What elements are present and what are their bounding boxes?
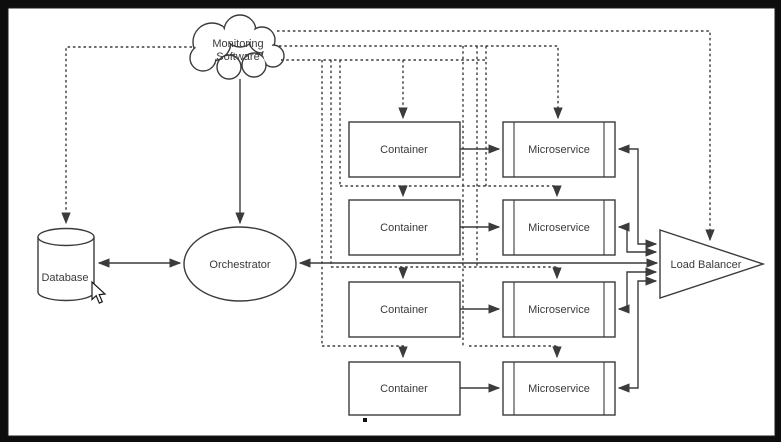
microservice-label-3: Microservice — [528, 304, 590, 316]
container-label-2: Container — [380, 222, 428, 234]
database-label: Database — [41, 272, 88, 284]
solid-connectors — [97, 79, 659, 393]
microservice-box-4: Microservice — [502, 361, 616, 416]
container-nodes: Container Container Container Container — [348, 121, 461, 416]
orchestrator-label: Orchestrator — [209, 259, 270, 271]
microservice-label-1: Microservice — [528, 144, 590, 156]
container-box-1 — [348, 121, 461, 178]
container-label-1: Container — [380, 144, 428, 156]
database-cylinder-body — [37, 237, 95, 302]
microservice-label-4: Microservice — [528, 383, 590, 395]
monitoring-to-loadbalancer-connector — [277, 30, 715, 242]
cloud-shape — [189, 14, 285, 80]
container-label-4: Container — [380, 383, 428, 395]
microservice-label-2: Microservice — [528, 222, 590, 234]
mouse-cursor-icon — [91, 280, 107, 304]
container-box-4 — [348, 361, 461, 416]
microservice-nodes: Microservice Microservice Microservice M… — [502, 121, 616, 416]
load-balancer-label: Load Balancer — [671, 259, 742, 271]
database-cylinder-top — [37, 227, 95, 247]
orchestrator-node: Orchestrator — [183, 226, 297, 302]
microservice2-loadbalancer-connector — [617, 222, 658, 257]
container-label-3: Container — [380, 304, 428, 316]
microservice4-loadbalancer-connector — [617, 276, 658, 393]
microservice-box-2: Microservice — [502, 199, 616, 256]
load-balancer-triangle — [659, 229, 766, 299]
stray-dot — [363, 418, 367, 422]
monitoring-software-node: Monitoring Software — [189, 14, 285, 80]
microservice-box-1: Microservice — [502, 121, 616, 178]
monitoring-label-line2: Software — [216, 51, 259, 63]
orchestrator-ellipse — [183, 226, 297, 302]
database-node: Database — [37, 227, 95, 302]
load-balancer-node: Load Balancer — [659, 229, 766, 299]
microservice-box-3: Microservice — [502, 281, 616, 338]
monitoring-label-line1: Monitoring — [212, 38, 263, 50]
container-box-2 — [348, 199, 461, 256]
